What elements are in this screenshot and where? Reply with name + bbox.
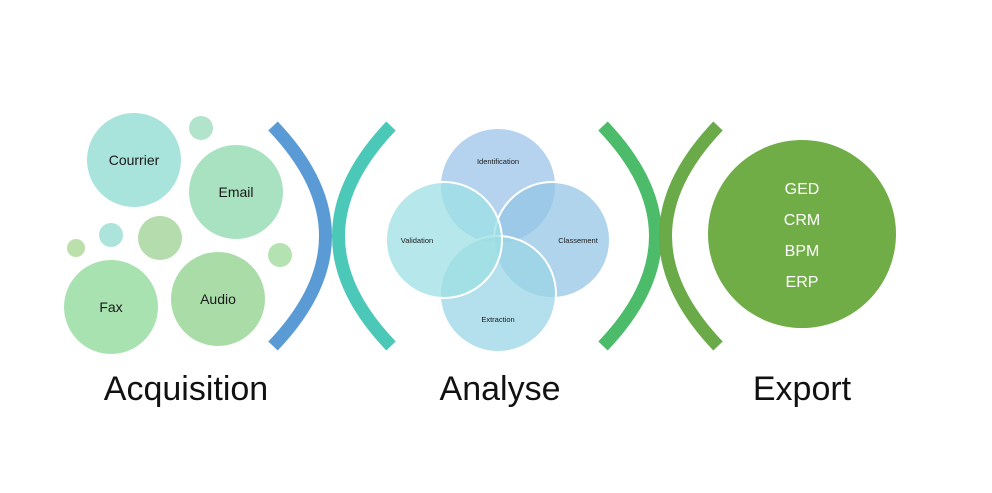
venn-classement-label: Classement [558,236,599,245]
stage-label-acquisition: Acquisition [104,370,268,408]
bubble-audio: Audio [171,252,265,346]
bubble-decorative [189,116,213,140]
stage-label-analyse: Analyse [440,370,561,408]
export-target-crm: CRM [784,212,820,229]
bracket-right-blue [268,121,332,351]
bubble-fax-label: Fax [99,299,122,315]
bubble-decorative [138,216,182,260]
export-circle: GED CRM BPM ERP [708,140,896,328]
venn-validation [385,181,503,299]
export-target-ged: GED [785,181,820,198]
stage-label-export: Export [753,370,852,408]
bubble-audio-label: Audio [200,291,236,307]
venn-identification-label: Identification [477,157,519,166]
bracket-left-olive [659,121,723,351]
bubble-decorative [67,239,85,257]
analyse-venn: Identification Validation Classement Ext… [385,127,611,353]
venn-extraction-label: Extraction [481,315,514,324]
venn-validation-label: Validation [401,236,433,245]
acquisition-bubbles: Courrier Email Fax Audio [64,113,292,354]
bubble-decorative [99,223,123,247]
bracket-right-green [598,121,662,351]
export-target-bpm: BPM [785,243,820,260]
bubble-fax: Fax [64,260,158,354]
export-target-erp: ERP [786,274,819,291]
bubble-decorative [268,243,292,267]
bubble-courrier-label: Courrier [109,152,160,168]
bracket-left-teal [332,121,396,351]
bubble-courrier: Courrier [87,113,181,207]
bubble-email: Email [189,145,283,239]
bubble-email-label: Email [218,184,253,200]
